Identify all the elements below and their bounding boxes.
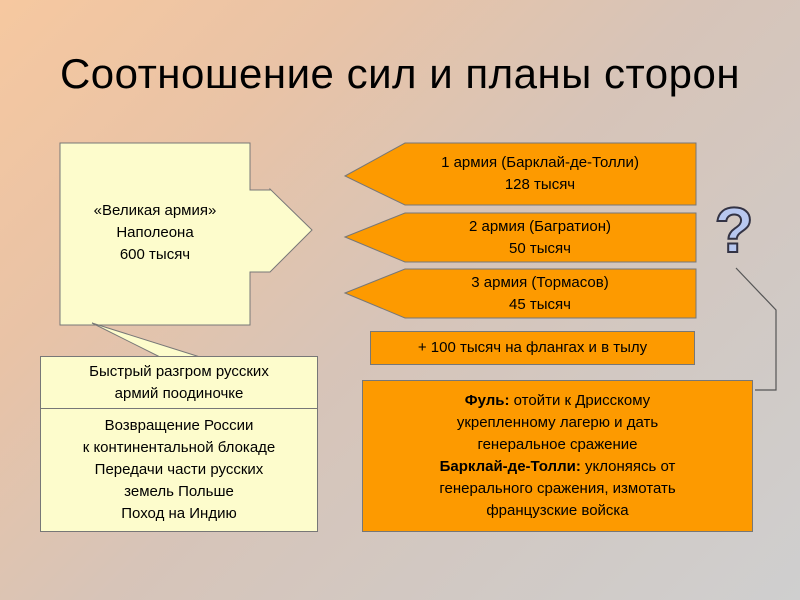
plans-line: генерального сражения, измотать: [439, 480, 676, 497]
plans-line: укрепленному лагерю и дать: [456, 414, 659, 431]
army-3-label: 3 армия (Тормасов) 45 тысяч: [390, 269, 690, 318]
plan-line: к континентальной блокаде: [82, 439, 276, 456]
russian-plans-box: Фуль: отойти к Дрисскому укрепленному ла…: [362, 380, 753, 532]
army-size: 50 тысяч: [509, 239, 571, 257]
plan-line: армий поодиночке: [114, 384, 244, 402]
plan-line: Возвращение России: [104, 417, 254, 434]
army-size: 45 тысяч: [509, 295, 571, 313]
plans-line: французские войска: [486, 502, 629, 519]
army-3-shape: [343, 268, 697, 319]
page-title: Соотношение сил и планы сторон: [59, 50, 741, 97]
napoleon-army-label: «Великая армия» Наполеона 600 тысяч: [60, 190, 250, 276]
napoleon-army-line: Наполеона: [116, 224, 194, 241]
plan-callout-pointer: [91, 322, 201, 358]
question-connector: [735, 267, 777, 391]
napoleon-main-plan: Быстрый разгром русских армий поодиночке: [40, 356, 318, 408]
plan-line: Поход на Индию: [121, 505, 237, 522]
plan-line: земель Польше: [124, 483, 234, 500]
napoleon-secondary-plans: Возвращение России к континентальной бло…: [40, 408, 318, 532]
barclay-plan-text: уклоняясь от: [580, 458, 676, 475]
army-2-label: 2 армия (Багратион) 50 тысяч: [390, 213, 690, 262]
plans-line: Фуль: отойти к Дрисскому: [465, 390, 650, 412]
army-2-shape: [343, 212, 697, 263]
question-mark-icon: ?: [713, 194, 754, 266]
army-name: 1 армия (Барклай-де-Толли): [441, 154, 639, 171]
army-name: 2 армия (Багратион): [468, 217, 612, 235]
army-1-shape: [343, 142, 697, 206]
plans-line: Барклай-де-Толли: уклоняясь от: [440, 456, 676, 478]
plan-line: Передачи части русских: [94, 461, 264, 478]
fuhl-plan-text: отойти к Дрисскому: [509, 392, 651, 409]
plan-line: Быстрый разгром русских: [89, 362, 269, 380]
napoleon-army-line: «Великая армия»: [93, 202, 217, 219]
napoleon-army-line: 600 тысяч: [119, 246, 191, 263]
fuhl-name: Фуль:: [464, 392, 510, 409]
napoleon-army-arrow: [59, 142, 313, 326]
army-size: 128 тысяч: [504, 176, 576, 193]
barclay-name: Барклай-де-Толли:: [439, 458, 581, 475]
plans-line: генеральное сражение: [477, 436, 638, 453]
reserve-box: + 100 тысяч на флангах и в тылу: [370, 331, 695, 365]
army-1-label: 1 армия (Барклай-де-Толли) 128 тысяч: [390, 145, 690, 203]
army-name: 3 армия (Тормасов): [471, 273, 609, 291]
